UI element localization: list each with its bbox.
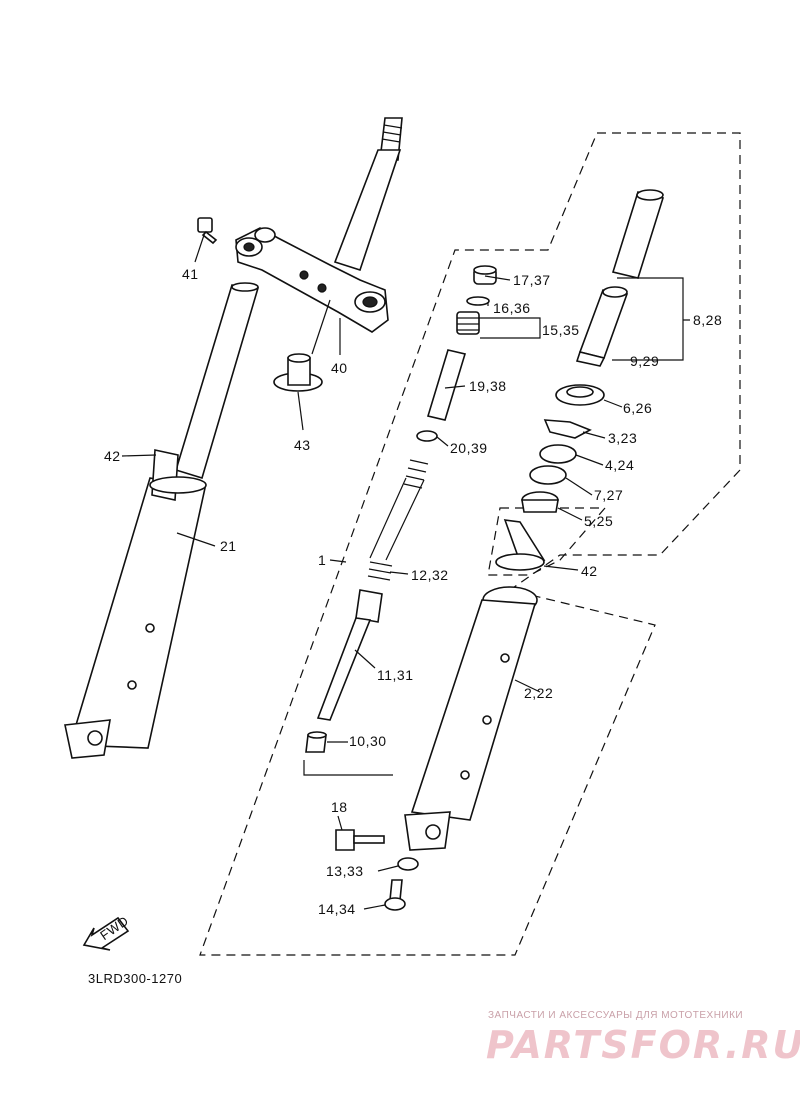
washer-7 bbox=[529, 465, 567, 485]
taper-spindle-10 bbox=[305, 731, 327, 753]
cap-17 bbox=[473, 265, 497, 285]
label-18: 18 bbox=[331, 799, 348, 815]
bush-5 bbox=[521, 491, 559, 513]
collar-43 bbox=[273, 353, 323, 392]
label-21: 21 bbox=[220, 538, 237, 554]
bracket-1 bbox=[303, 559, 393, 776]
label-41: 41 bbox=[182, 266, 199, 282]
label-43: 43 bbox=[294, 437, 311, 453]
damper-rod-11 bbox=[316, 589, 383, 721]
label-12-32: 12,32 bbox=[411, 567, 449, 583]
lower-bracket bbox=[235, 227, 389, 333]
oil-seal-4 bbox=[539, 444, 577, 464]
label-1: 1 bbox=[318, 552, 326, 568]
label-6-26: 6,26 bbox=[623, 400, 652, 416]
slide-bush-9 bbox=[575, 286, 629, 367]
guide-42-right bbox=[495, 519, 546, 571]
label-5-25: 5,25 bbox=[584, 513, 613, 529]
bracket-15-35 bbox=[472, 317, 541, 339]
subassembly-boundary-outline bbox=[487, 507, 607, 576]
label-11-31: 11,31 bbox=[377, 667, 414, 683]
assembly-boundary-outline bbox=[199, 132, 741, 956]
label-15-35: 15,35 bbox=[542, 322, 580, 338]
label-2-22: 2,22 bbox=[524, 685, 553, 701]
label-3-23: 3,23 bbox=[608, 430, 637, 446]
outer-tube-2 bbox=[404, 586, 538, 851]
watermark-logo: PARTSFOR.RU bbox=[486, 1023, 800, 1067]
label-7-27: 7,27 bbox=[594, 487, 623, 503]
label-8-28: 8,28 bbox=[693, 312, 722, 328]
dust-seal-6 bbox=[555, 384, 605, 406]
diagram-code: 3LRD300-1270 bbox=[88, 971, 182, 986]
label-14-34: 14,34 bbox=[318, 901, 356, 917]
label-42-left: 42 bbox=[104, 448, 121, 464]
clip-3 bbox=[543, 419, 592, 439]
label-40: 40 bbox=[331, 360, 348, 376]
spring-stack bbox=[369, 459, 429, 561]
fork-assembly-21 bbox=[64, 282, 260, 759]
label-4-24: 4,24 bbox=[605, 457, 634, 473]
collar-19 bbox=[426, 349, 467, 421]
bolt-41 bbox=[197, 217, 218, 245]
label-42-right: 42 bbox=[581, 563, 598, 579]
bolt-14 bbox=[384, 879, 406, 911]
label-16-36: 16,36 bbox=[493, 300, 531, 316]
label-13-33: 13,33 bbox=[326, 863, 364, 879]
spacer-15 bbox=[456, 311, 480, 335]
label-19-38: 19,38 bbox=[469, 378, 507, 394]
watermark-caption: ЗАПЧАСТИ И АКСЕССУАРЫ ДЛЯ МОТОТЕХНИКИ bbox=[488, 1010, 744, 1021]
bracket-8-28 bbox=[612, 277, 690, 361]
o-ring-16 bbox=[466, 296, 490, 306]
washer-13 bbox=[397, 857, 419, 871]
label-17-37: 17,37 bbox=[513, 272, 551, 288]
label-20-39: 20,39 bbox=[450, 440, 488, 456]
steering-stem bbox=[333, 117, 403, 272]
label-10-30: 10,30 bbox=[349, 733, 387, 749]
forward-direction-arrow-icon: FWD bbox=[82, 913, 131, 951]
bolt-18 bbox=[335, 829, 385, 851]
washer-20 bbox=[416, 430, 438, 442]
spring-12 bbox=[367, 561, 393, 581]
leader-lines bbox=[121, 231, 623, 910]
inner-tube-8 bbox=[611, 189, 665, 279]
label-9-29: 9,29 bbox=[630, 353, 659, 369]
